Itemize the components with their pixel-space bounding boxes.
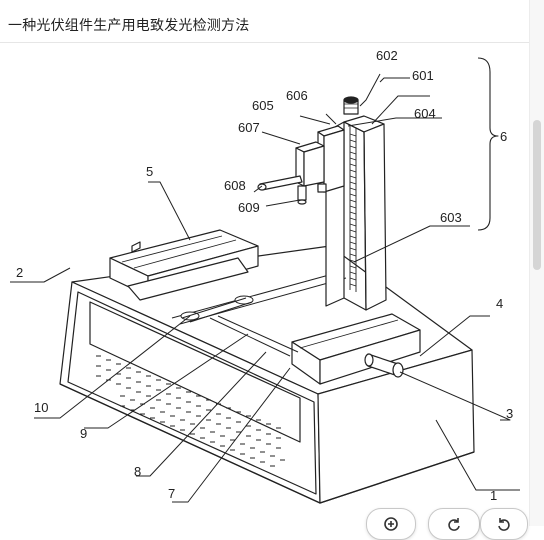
label-7: 7 xyxy=(168,486,175,501)
label-9: 9 xyxy=(80,426,87,441)
label-1: 1 xyxy=(490,488,497,503)
label-6: 6 xyxy=(500,129,507,144)
label-604: 604 xyxy=(414,106,436,121)
label-602: 602 xyxy=(376,48,398,63)
lead-screw xyxy=(349,126,357,292)
camera-carriage xyxy=(257,125,345,205)
label-609: 609 xyxy=(238,200,260,215)
left-holder xyxy=(109,229,259,301)
leader-lines xyxy=(10,73,520,503)
label-4: 4 xyxy=(496,296,503,311)
label-5: 5 xyxy=(146,164,153,179)
scrollbar-thumb[interactable] xyxy=(533,120,541,270)
camera xyxy=(297,185,307,201)
label-10: 10 xyxy=(34,400,48,415)
slide-rail xyxy=(171,271,347,357)
vertical-scrollbar[interactable] xyxy=(529,0,544,526)
vent-holes xyxy=(96,355,285,467)
display-screen xyxy=(89,301,301,443)
zoom-in-icon xyxy=(384,517,398,531)
document-title: 一种光伏组件生产用电致发光检测方法 xyxy=(8,18,250,34)
label-601: 601 xyxy=(412,68,434,83)
label-8: 8 xyxy=(134,464,141,479)
base-box xyxy=(59,245,475,504)
part-labels: 1 2 3 4 5 6 7 8 9 10 601 602 603 604 605… xyxy=(16,48,513,503)
label-606: 606 xyxy=(286,88,308,103)
rotate-right-button[interactable] xyxy=(428,508,480,540)
rotate-right-icon xyxy=(448,518,460,531)
label-608: 608 xyxy=(224,178,246,193)
group-brace xyxy=(477,57,499,231)
right-holder xyxy=(291,313,421,385)
label-603: 603 xyxy=(440,210,462,225)
label-3: 3 xyxy=(506,406,513,421)
label-605: 605 xyxy=(252,98,274,113)
rotate-left-button[interactable] xyxy=(480,508,528,540)
label-2: 2 xyxy=(16,265,23,280)
title-bar: 一种光伏组件生产用电致发光检测方法 xyxy=(0,0,530,43)
patent-figure-viewer: 1 2 3 4 5 6 7 8 9 10 601 602 603 604 605… xyxy=(0,43,530,540)
rotate-left-icon xyxy=(498,518,510,531)
patent-drawing: 1 2 3 4 5 6 7 8 9 10 601 602 603 604 605… xyxy=(10,48,520,504)
zoom-in-button[interactable] xyxy=(366,508,416,540)
label-607: 607 xyxy=(238,120,260,135)
